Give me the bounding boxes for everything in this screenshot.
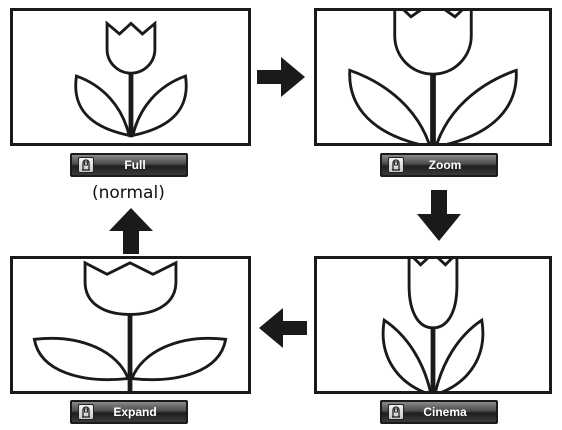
mode-label-zoom: Zoom — [428, 158, 462, 172]
tulip-expand-illustration — [32, 260, 228, 391]
mode-label-expand: Expand — [113, 405, 157, 419]
screen-zoom — [314, 8, 552, 146]
mode-badge-cinema[interactable]: Cinema — [380, 400, 498, 424]
mode-badge-full[interactable]: Full — [70, 153, 188, 177]
mode-badge-zoom[interactable]: Zoom — [380, 153, 498, 177]
arrow-down-icon — [417, 190, 461, 241]
arrow-right-icon — [257, 57, 305, 97]
screen-full — [10, 8, 251, 146]
tulip-cinema-illustration — [381, 259, 485, 391]
tulip-zoom-illustration — [348, 11, 518, 143]
screen-mode-icon — [78, 404, 94, 420]
arrow-left-icon — [259, 308, 307, 348]
tulip-full-illustration — [74, 20, 188, 138]
arrow-up-icon — [109, 208, 153, 254]
mode-badge-expand[interactable]: Expand — [70, 400, 188, 424]
screen-mode-icon — [78, 157, 94, 173]
mode-label-cinema: Cinema — [423, 405, 467, 419]
full-mode-note: (normal) — [92, 183, 165, 203]
mode-label-full: Full — [124, 158, 146, 172]
screen-expand — [10, 256, 251, 394]
screen-cinema — [314, 256, 552, 394]
screen-mode-icon — [388, 157, 404, 173]
screen-mode-icon — [388, 404, 404, 420]
